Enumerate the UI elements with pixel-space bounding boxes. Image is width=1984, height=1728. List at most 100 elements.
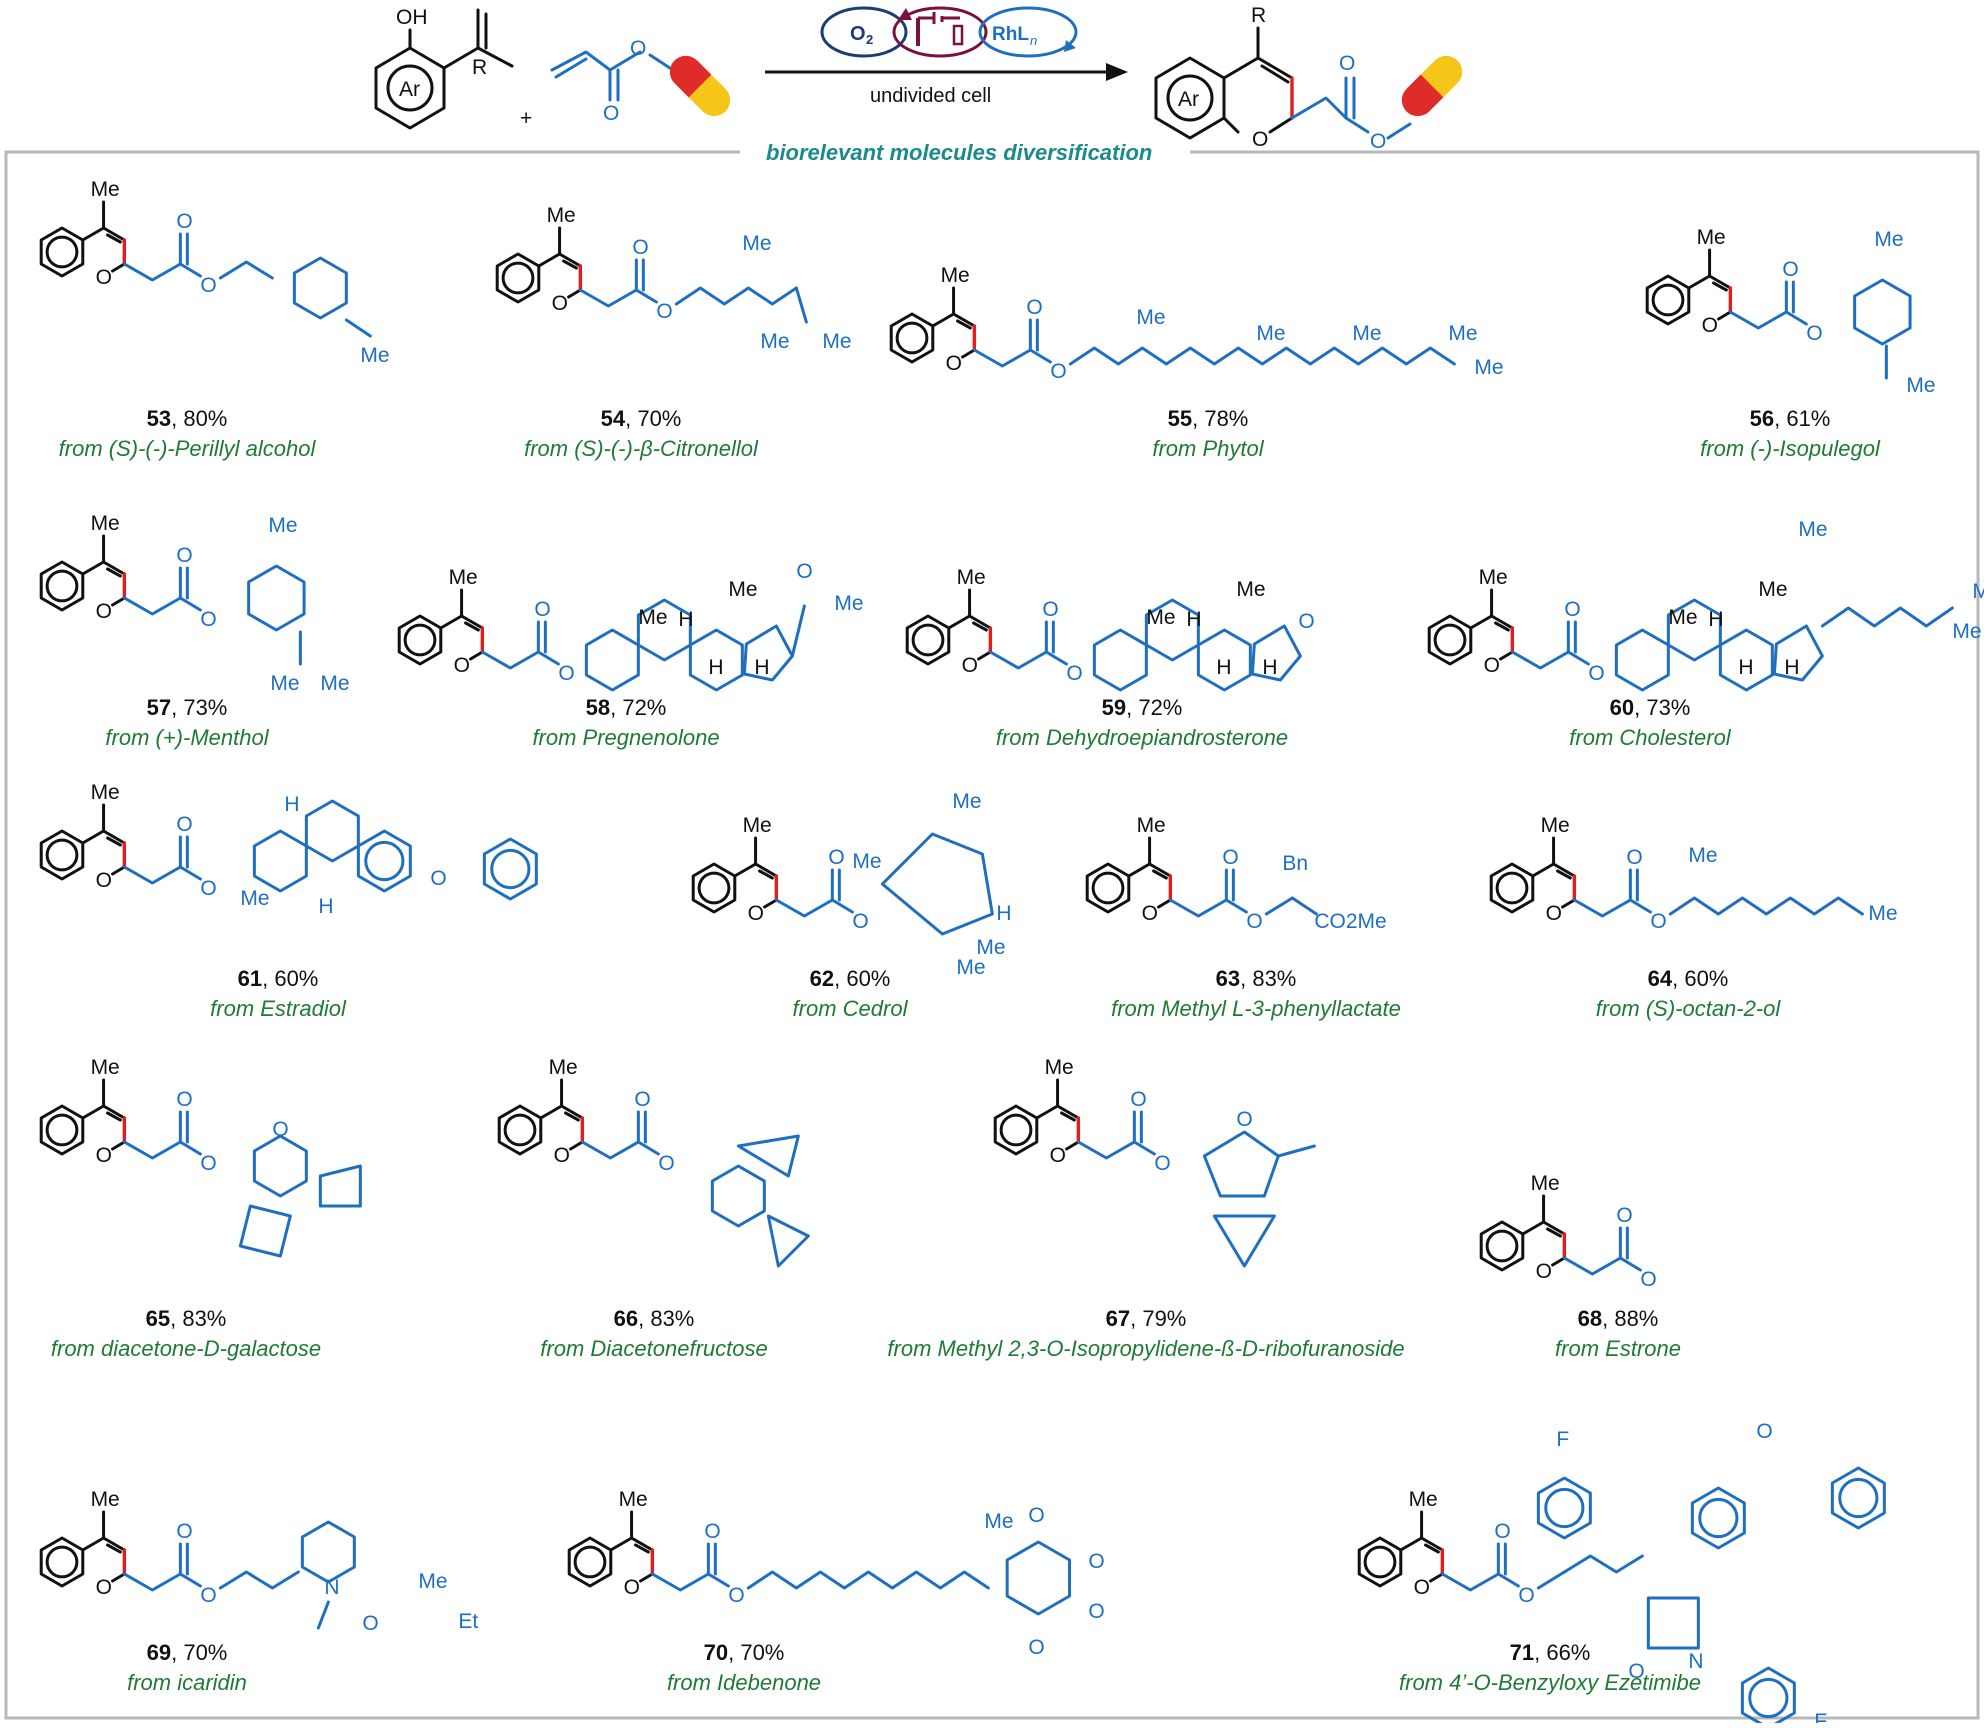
svg-text:O: O [96, 600, 112, 623]
svg-text:Me: Me [638, 606, 667, 629]
compound-source: from 4’-O-Benzyloxy Ezetimibe [1399, 1670, 1701, 1695]
svg-text:O: O [1142, 902, 1158, 925]
svg-text:Me: Me [1352, 322, 1381, 345]
svg-text:O: O [946, 352, 962, 375]
compound-yield: , 83% [170, 1306, 226, 1331]
svg-text:O: O [1252, 128, 1268, 151]
svg-text:Me: Me [1798, 518, 1827, 541]
svg-text:O: O [1222, 846, 1238, 869]
r-label: R [472, 56, 487, 79]
svg-text:O: O [200, 608, 216, 631]
svg-text:O: O [1088, 1550, 1104, 1573]
compound-57-caption: 57, 73%from (+)-Menthol [105, 695, 269, 750]
svg-text:Et: Et [458, 1610, 478, 1633]
compound-source: from (S)-(-)-β-Citronellol [524, 436, 759, 461]
oh-label: OH [396, 6, 428, 29]
svg-text:O: O [1246, 910, 1262, 933]
svg-text:Me: Me [268, 514, 297, 537]
svg-text:Me: Me [1146, 606, 1175, 629]
svg-text:Me: Me [549, 1056, 578, 1079]
compound-number: 67 [1106, 1306, 1130, 1331]
svg-text:O: O [200, 1152, 216, 1175]
compound-59-caption: 59, 72%from Dehydroepiandrosterone [996, 695, 1288, 750]
svg-text:Me: Me [941, 264, 970, 287]
svg-text:Me: Me [1531, 1172, 1560, 1195]
compound-number: 54 [601, 406, 626, 431]
compound-number: 69 [147, 1640, 171, 1665]
compound-66-caption: 66, 83%from Diacetonefructose [540, 1306, 767, 1361]
svg-text:N: N [1688, 1650, 1703, 1673]
compound-60-caption: 60, 73%from Cholesterol [1569, 695, 1732, 750]
svg-text:O: O [1026, 296, 1042, 319]
compound-label: 63, 83% [1216, 966, 1297, 991]
compound-source: from (-)-Isopulegol [1700, 436, 1881, 461]
svg-text:Me: Me [1137, 814, 1166, 837]
svg-text:O: O [200, 1584, 216, 1607]
svg-text:O: O [558, 662, 574, 685]
svg-text:n: n [1030, 33, 1037, 48]
compound-label: 71, 66% [1510, 1640, 1591, 1665]
compound-64-caption: 64, 60%from (S)-octan-2-ol [1596, 966, 1782, 1021]
svg-text:H: H [1262, 656, 1277, 679]
svg-text:O: O [96, 266, 112, 289]
compound-number: 56 [1750, 406, 1774, 431]
compound-58-caption: 58, 72%from Pregnenolone [532, 695, 719, 750]
svg-text:O: O [1414, 1576, 1430, 1599]
svg-text:O: O [96, 1576, 112, 1599]
svg-text:O: O [656, 300, 672, 323]
svg-text:O: O [1494, 1520, 1510, 1543]
svg-text:Me: Me [1474, 356, 1503, 379]
svg-text:Me: Me [952, 790, 981, 813]
compound-number: 53 [147, 406, 171, 431]
svg-text:Me: Me [91, 178, 120, 201]
compound-source: from diacetone-D-galactose [51, 1336, 321, 1361]
capsule-icon [669, 55, 731, 117]
svg-text:H: H [1216, 656, 1231, 679]
svg-text:O: O [96, 1144, 112, 1167]
compound-label: 59, 72% [1102, 695, 1183, 720]
svg-text:O: O [1484, 654, 1500, 677]
svg-text:O: O [1640, 1268, 1656, 1291]
compound-yield: , 70% [625, 406, 681, 431]
svg-text:O: O [603, 102, 619, 125]
compound-yield: , 80% [171, 406, 227, 431]
compound-63-caption: 63, 83%from Methyl L-3-phenyllactate [1111, 966, 1401, 1021]
svg-text:Me: Me [1448, 322, 1477, 345]
compound-source: from Estrone [1555, 1336, 1681, 1361]
svg-text:O: O [1536, 1260, 1552, 1283]
svg-text:H: H [996, 902, 1011, 925]
svg-text:Me: Me [91, 781, 120, 804]
svg-text:Me: Me [743, 814, 772, 837]
svg-text:Me: Me [956, 956, 985, 979]
svg-text:O: O [552, 292, 568, 315]
compound-captions: 53, 80%from (S)-(-)-Perillyl alcohol54, … [51, 406, 1881, 1695]
compound-source: from Phytol [1152, 436, 1264, 461]
svg-text:Me: Me [1541, 814, 1570, 837]
svg-text:Me: Me [984, 1510, 1013, 1533]
svg-text:H: H [1738, 656, 1753, 679]
svg-text:O: O [1028, 1504, 1044, 1527]
reaction-arrow: undivided cell [765, 63, 1128, 107]
compound-yield: , 70% [171, 1640, 227, 1665]
compound-label: 54, 70% [601, 406, 682, 431]
svg-text:O: O [1088, 1600, 1104, 1623]
plus-sign: + [520, 107, 532, 130]
svg-text:Me: Me [957, 566, 986, 589]
compound-source: from (+)-Menthol [105, 725, 269, 750]
svg-text:Me: Me [1045, 1056, 1074, 1079]
compound-yield: , 73% [1634, 695, 1690, 720]
svg-text:Me: Me [1906, 374, 1935, 397]
svg-text:O: O [1546, 902, 1562, 925]
svg-text:Me: Me [728, 578, 757, 601]
compound-yield: , 70% [728, 1640, 784, 1665]
svg-text:O: O [1616, 1204, 1632, 1227]
